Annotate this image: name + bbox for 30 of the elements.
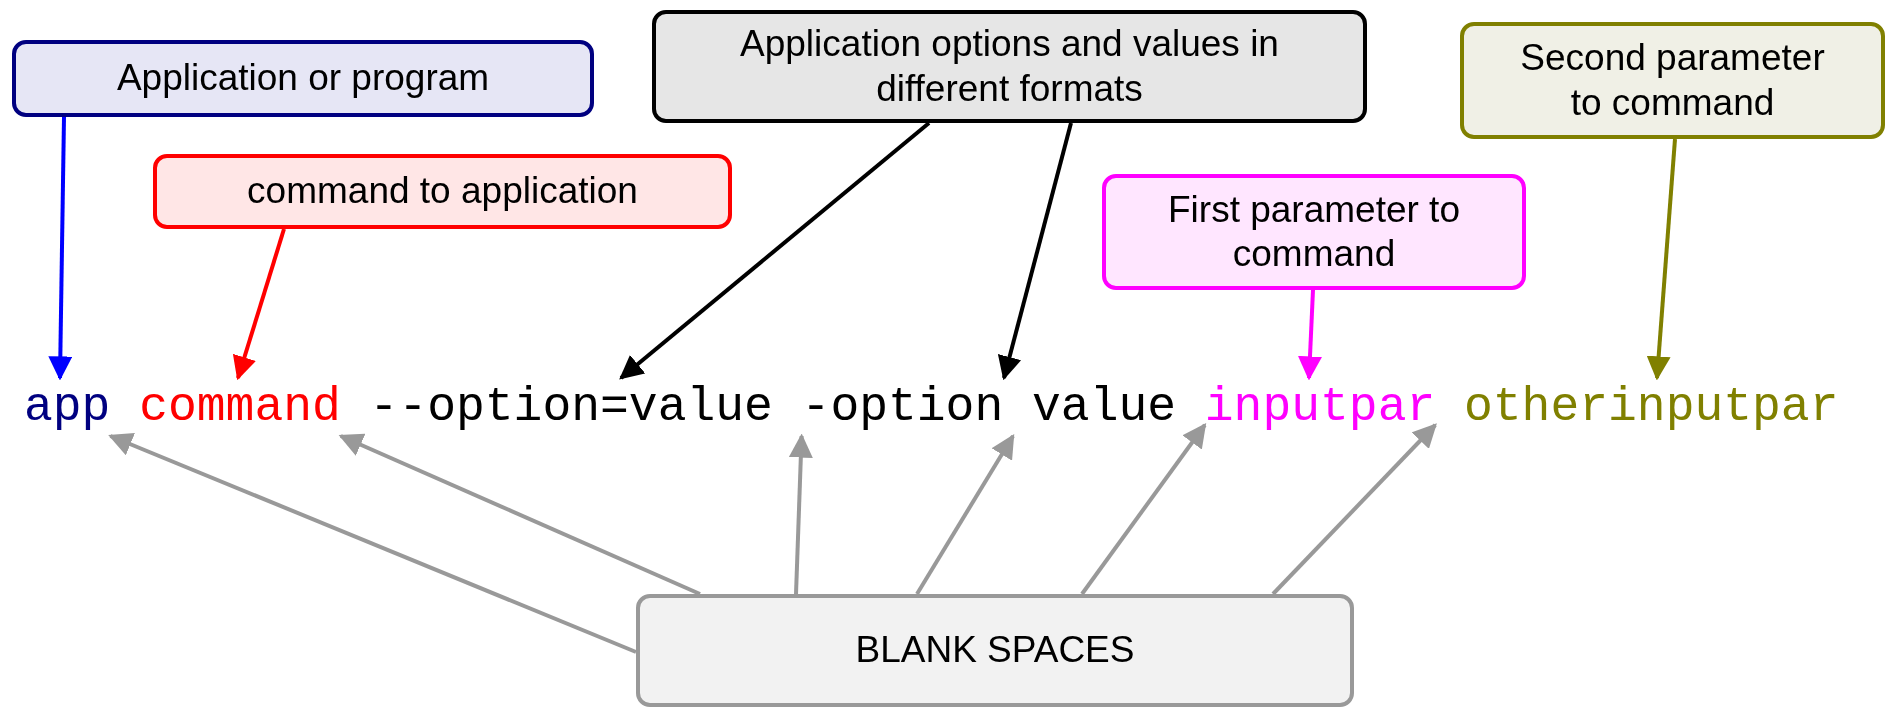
- callout-text: BLANK SPACES: [855, 628, 1135, 673]
- arrow: [788, 433, 813, 595]
- arrow: [232, 228, 286, 381]
- callout-box: [636, 594, 1354, 707]
- arrow: [1080, 423, 1207, 596]
- arrow: [915, 433, 1015, 596]
- callout-text: First parameter to command: [1167, 187, 1461, 276]
- callout-text: Second parameter to command: [1519, 36, 1826, 125]
- callout-text: Application or program: [116, 56, 490, 101]
- arrow: [338, 433, 701, 596]
- callout-box: [12, 40, 594, 117]
- command-token: inputpar: [1204, 378, 1436, 436]
- callout-box: [652, 10, 1367, 123]
- callout-text: Application options and values in different formats: [739, 22, 1280, 111]
- arrow: [1271, 423, 1437, 596]
- arrow: [619, 121, 931, 380]
- arrow: [48, 116, 73, 381]
- arrow: [108, 433, 637, 654]
- callout-box: [1460, 22, 1885, 139]
- arrow: [1646, 138, 1677, 381]
- callout-text: command to application: [247, 169, 638, 214]
- command-token: command: [139, 378, 341, 436]
- arrow: [997, 122, 1073, 381]
- command-token: app: [24, 378, 111, 436]
- arrow: [1298, 289, 1322, 381]
- callout-box: [153, 154, 732, 229]
- callout-box: [1102, 174, 1526, 290]
- command-token: -option value: [801, 378, 1177, 436]
- command-token: otherinputpar: [1464, 378, 1839, 436]
- command-token: --option=value: [369, 378, 773, 436]
